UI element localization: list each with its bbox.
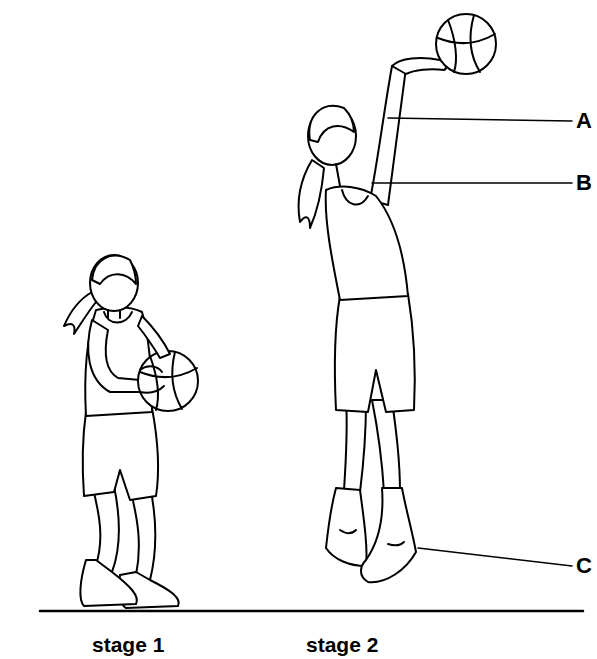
shoe <box>361 488 416 582</box>
ground-line <box>40 610 583 613</box>
shoe <box>80 560 136 606</box>
ball-seams <box>140 352 197 410</box>
stage-label: stage 1 <box>92 634 164 655</box>
basketball <box>138 351 198 411</box>
leader-line <box>418 548 572 566</box>
basketball <box>436 14 496 74</box>
hand <box>140 366 164 392</box>
shoe-detail <box>340 530 404 545</box>
arm <box>370 66 406 205</box>
callout-letter: A <box>576 110 592 132</box>
arm <box>138 316 170 358</box>
hair <box>92 256 136 284</box>
head <box>90 255 138 311</box>
leader-line <box>388 118 572 121</box>
collar <box>342 190 368 205</box>
leg <box>344 400 366 492</box>
leader-line <box>372 182 572 184</box>
stage-label: stage 2 <box>306 634 378 655</box>
callout-letter: B <box>576 172 592 194</box>
shorts <box>83 408 158 500</box>
callout-letter: C <box>576 555 592 577</box>
ball-seams <box>438 15 495 72</box>
shorts <box>335 294 415 412</box>
shoe <box>326 488 367 566</box>
hand <box>392 58 446 74</box>
hair <box>309 106 354 142</box>
shirt <box>326 187 408 300</box>
neck <box>336 164 340 186</box>
ponytail <box>299 160 325 228</box>
leg <box>92 485 119 572</box>
neck <box>108 310 120 318</box>
arm <box>88 320 140 392</box>
leg <box>372 400 400 492</box>
